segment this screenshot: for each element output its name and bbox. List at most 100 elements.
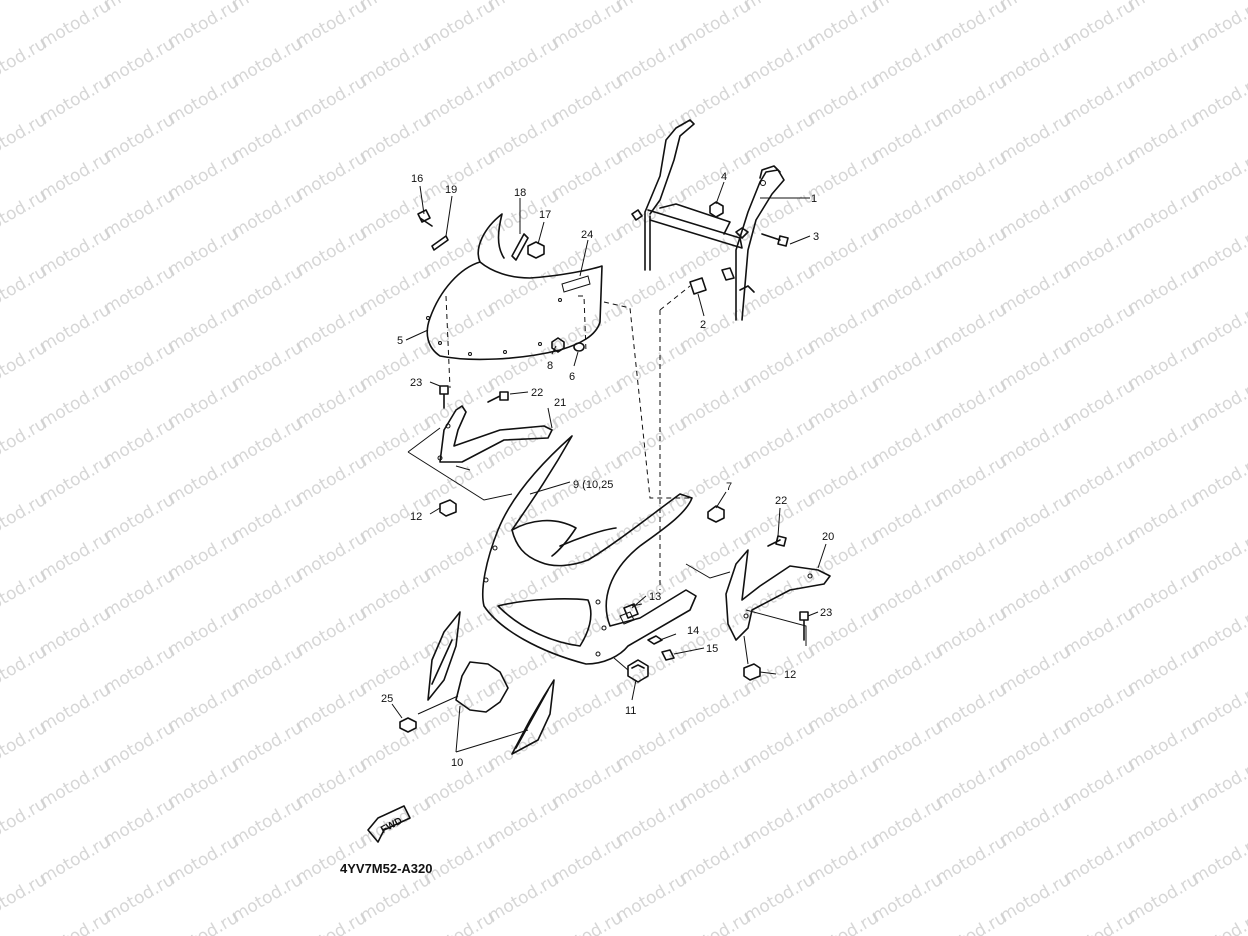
screw-23b <box>799 611 809 641</box>
watermark-text: motod.ru <box>293 224 371 280</box>
watermark-text: motod.ru <box>229 794 307 850</box>
watermark-text: motod.ru <box>37 452 115 508</box>
watermark-text: motod.ru <box>869 642 947 698</box>
watermark-text: motod.ru <box>805 300 883 356</box>
watermark-text: motod.ru <box>933 604 1011 660</box>
watermark-text: motod.ru <box>1125 870 1203 926</box>
inner-panel-20 <box>725 549 831 641</box>
watermark-text: motod.ru <box>677 224 755 280</box>
callout-7: 7 <box>726 481 732 493</box>
watermark-text: motod.ru <box>485 34 563 90</box>
callout-17: 17 <box>539 209 551 221</box>
watermark-text: motod.ru <box>1125 262 1203 318</box>
grommet-11 <box>627 659 649 683</box>
watermark-text: motod.ru <box>37 224 115 280</box>
watermark-text: motod.ru <box>549 908 627 936</box>
watermark-text: motod.ru <box>229 490 307 546</box>
watermark-text: motod.ru <box>293 528 371 584</box>
clip-25 <box>399 717 417 733</box>
watermark-text: motod.ru <box>805 832 883 888</box>
watermark-text: motod.ru <box>37 148 115 204</box>
watermark-text: motod.ru <box>37 604 115 660</box>
watermark-text: motod.ru <box>101 34 179 90</box>
watermark-text: motod.ru <box>997 794 1075 850</box>
watermark-text: motod.ru <box>933 452 1011 508</box>
watermark-text: motod.ru <box>997 110 1075 166</box>
watermark-text: motod.ru <box>805 908 883 936</box>
watermark-text: motod.ru <box>485 718 563 774</box>
watermark-text: motod.ru <box>293 604 371 660</box>
watermark-text: motod.ru <box>997 414 1075 470</box>
watermark-text: motod.ru <box>165 300 243 356</box>
watermark-text: motod.ru <box>229 110 307 166</box>
watermark-text: motod.ru <box>1125 794 1203 850</box>
watermark-text: motod.ru <box>0 0 50 14</box>
watermark-text: motod.ru <box>1061 452 1139 508</box>
watermark-text: motod.ru <box>613 186 691 242</box>
callout-3: 3 <box>813 231 819 243</box>
watermark-text: motod.ru <box>805 528 883 584</box>
callout-4: 4 <box>721 171 727 183</box>
watermark-text: motod.ru <box>229 338 307 394</box>
watermark-text: motod.ru <box>0 718 50 774</box>
watermark-text: motod.ru <box>1125 718 1203 774</box>
watermark-text: motod.ru <box>805 72 883 128</box>
watermark-text: motod.ru <box>1125 566 1203 622</box>
bolt-3 <box>761 233 789 247</box>
nut-4 <box>709 201 724 218</box>
watermark-text: motod.ru <box>741 338 819 394</box>
watermark-text: motod.ru <box>677 0 755 52</box>
bolt-22a <box>487 391 509 403</box>
watermark-text: motod.ru <box>933 908 1011 936</box>
watermark-text: motod.ru <box>1061 376 1139 432</box>
watermark-text: motod.ru <box>997 566 1075 622</box>
watermark-text: motod.ru <box>677 72 755 128</box>
watermark-text: motod.ru <box>933 832 1011 888</box>
watermark-text: motod.ru <box>613 718 691 774</box>
watermark-text: motod.ru <box>229 642 307 698</box>
watermark-text: motod.ru <box>293 0 371 52</box>
watermark-text: motod.ru <box>357 338 435 394</box>
watermark-text: motod.ru <box>101 186 179 242</box>
watermark-text: motod.ru <box>677 680 755 736</box>
watermark-text: motod.ru <box>485 870 563 926</box>
leader-lines <box>391 181 827 719</box>
callout-8: 8 <box>547 360 553 372</box>
watermark-text: motod.ru <box>869 262 947 318</box>
watermark-text: motod.ru <box>37 680 115 736</box>
watermark-text: motod.ru <box>101 566 179 622</box>
watermark-text: motod.ru <box>677 832 755 888</box>
bracket-21 <box>437 405 553 463</box>
watermark-text: motod.ru <box>933 300 1011 356</box>
watermark-text: motod.ru <box>1125 186 1203 242</box>
watermark-text: motod.ru <box>677 452 755 508</box>
watermark-text: motod.ru <box>165 0 243 52</box>
watermark-text: motod.ru <box>741 34 819 90</box>
watermark-text: motod.ru <box>869 870 947 926</box>
watermark-text: motod.ru <box>357 870 435 926</box>
watermark-text: motod.ru <box>933 680 1011 736</box>
watermark-text: motod.ru <box>101 870 179 926</box>
watermark-text: motod.ru <box>165 680 243 736</box>
watermark-text: motod.ru <box>37 908 115 936</box>
watermark-text: motod.ru <box>0 262 50 318</box>
watermark-text: motod.ru <box>165 452 243 508</box>
watermark-text: motod.ru <box>933 528 1011 584</box>
watermark-text: motod.ru <box>165 528 243 584</box>
watermark-text: motod.ru <box>357 414 435 470</box>
damper-2 <box>689 277 707 295</box>
watermark-text: motod.ru <box>997 262 1075 318</box>
callout-14: 14 <box>687 625 699 637</box>
watermark-text: motod.ru <box>229 34 307 90</box>
watermark-text: motod.ru <box>869 34 947 90</box>
watermark-text: motod.ru <box>37 300 115 356</box>
assembly-lines <box>407 285 807 753</box>
callout-2: 2 <box>700 319 706 331</box>
watermark-text: motod.ru <box>0 110 50 166</box>
watermark-text: motod.ru <box>0 414 50 470</box>
watermark-text: motod.ru <box>1061 756 1139 812</box>
watermark-text: motod.ru <box>741 110 819 166</box>
watermark-text: motod.ru <box>37 832 115 888</box>
watermark-text: motod.ru <box>613 110 691 166</box>
graphic-decals-10 <box>427 611 555 755</box>
